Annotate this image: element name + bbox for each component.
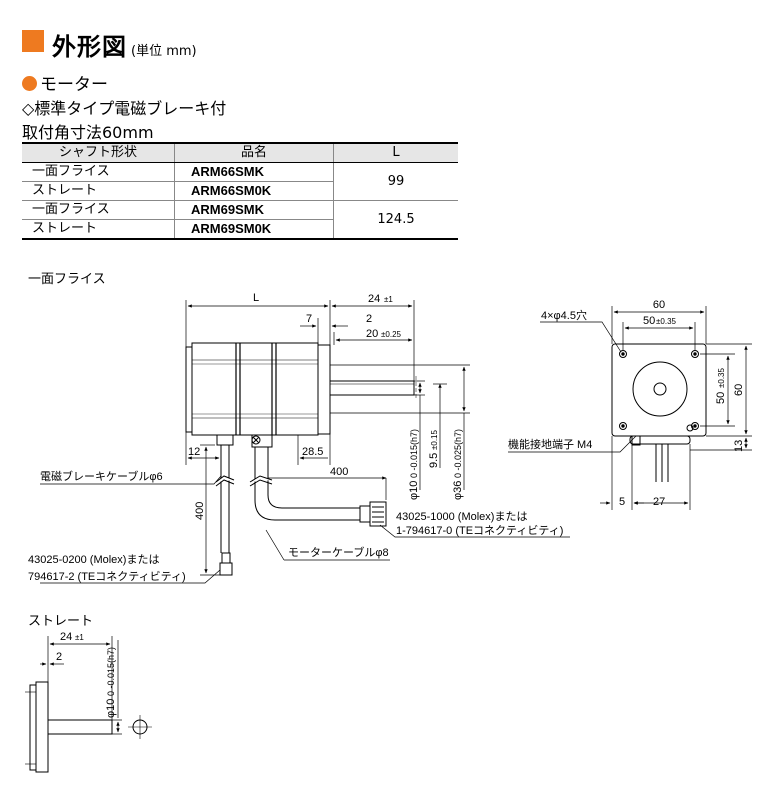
model-cell: ARM66SM0K <box>174 181 334 201</box>
dim-front-13: 13 <box>733 440 745 452</box>
dim-shaft-diameter: φ10 <box>408 481 420 500</box>
dim-12: 12 <box>188 446 200 458</box>
table-row: 一面フライス ARM66SMK 99 <box>22 162 458 201</box>
straight-shaft <box>47 719 113 735</box>
unit-label: (単位 mm) <box>131 44 197 59</box>
straight-dim-24: 24 <box>60 631 72 643</box>
straight-shaft-view <box>25 681 152 773</box>
table-row: 一面フライス ARM69SMK 124.5 <box>22 200 458 240</box>
dim-front-50: 50 <box>643 315 655 327</box>
dim-L: L <box>253 292 259 304</box>
ground-terminal-icon <box>686 424 694 432</box>
flat-view-label: 一面フライス <box>28 272 106 287</box>
model-cell: ARM69SM0K <box>174 219 334 240</box>
column-header: シャフト形状 <box>22 142 175 163</box>
motor-front-view <box>611 343 707 482</box>
dim-28-5: 28.5 <box>302 446 323 458</box>
front-dimensions <box>508 306 752 510</box>
motor-cable-label: モーターケーブルφ8 <box>288 545 389 559</box>
motor-connector-label-1: 43025-1000 (Molex)または <box>396 510 527 523</box>
table-row: ストレート ARM69SM0K <box>22 219 458 240</box>
straight-flange <box>35 681 49 773</box>
brake-cable-gland <box>216 434 234 446</box>
straight-view-label: ストレート <box>28 614 94 629</box>
page-title: 外形図(単位 mm) <box>52 33 197 61</box>
dim-front-5: 5 <box>619 496 625 508</box>
type-heading: ◇標準タイプ電磁ブレーキ付 <box>22 99 227 118</box>
brake-cable-label: 電磁ブレーキケーブルφ6 <box>40 469 163 483</box>
motor-connector <box>369 501 387 527</box>
model-cell: ARM66SMK <box>174 162 334 182</box>
brake-connector <box>219 562 233 576</box>
dim-front-27: 27 <box>653 496 665 508</box>
dim-pilot-tolerance: 0 -0.025(h7) <box>453 429 463 478</box>
dim-shaft-tolerance: 0 -0.015(h7) <box>409 429 419 478</box>
dim-front-50-vertical: 50 <box>715 392 727 404</box>
table-row: ストレート ARM66SM0K <box>22 181 458 201</box>
motor-connector-label-2: 1-794617-0 (TEコネクティビティ) <box>396 524 563 537</box>
dim-24: 24 <box>368 293 380 305</box>
brake-connector-label-1: 43025-0200 (Molex)または <box>28 553 159 566</box>
dim-front-60-vertical: 60 <box>733 384 745 396</box>
dim-2: 2 <box>366 313 372 325</box>
shape-cell: 一面フライス <box>22 200 175 220</box>
dim-7: 7 <box>306 313 312 325</box>
title-marker <box>22 30 44 52</box>
straight-dim-24-tol: ±1 <box>75 633 84 642</box>
length-cell: 99 <box>333 162 458 201</box>
straight-dim-shaft-tol: 0 -0.015(h7) <box>106 647 116 696</box>
dim-9-5-tol: ±0.15 <box>430 429 439 450</box>
shape-cell: ストレート <box>22 181 175 201</box>
motor-body <box>191 342 319 436</box>
motor-side-view <box>185 342 417 448</box>
ground-terminal-label: 機能接地端子 M4 <box>508 437 592 451</box>
shape-cell: 一面フライス <box>22 162 175 182</box>
dim-20-tol: ±0.25 <box>381 330 402 339</box>
dim-20: 20 <box>366 328 378 340</box>
straight-dimensions <box>40 636 122 735</box>
section-heading: モーター <box>22 70 108 95</box>
brake-connector-label-2: 794617-2 (TEコネクティビティ) <box>28 570 186 583</box>
cables <box>215 445 387 576</box>
shaft-circle <box>653 382 667 396</box>
model-cell: ARM69SMK <box>174 200 334 220</box>
dim-9-5: 9.5 <box>428 453 440 468</box>
side-dimensions <box>40 300 570 584</box>
front-flange <box>317 344 331 435</box>
mount-size-heading: 取付角寸法60mm <box>22 123 154 142</box>
dim-front-50-vertical-tol: ±0.35 <box>717 367 726 388</box>
model-table: シャフト形状 品名 L 一面フライス ARM66SMK 99 ストレート ARM… <box>22 142 458 240</box>
shaft <box>329 380 415 396</box>
dim-400-horizontal: 400 <box>330 466 348 478</box>
mounting-holes-label: 4×φ4.5穴 <box>541 308 587 322</box>
dim-front-50-tol: ±0.35 <box>656 317 677 326</box>
pilot-circle <box>632 361 688 417</box>
dim-24-tol: ±1 <box>384 295 393 304</box>
column-header: L <box>333 142 458 163</box>
table-header-row: シャフト形状 品名 L <box>22 142 458 163</box>
length-cell: 124.5 <box>333 200 458 240</box>
column-header: 品名 <box>174 142 334 163</box>
shape-cell: ストレート <box>22 219 175 240</box>
straight-dim-2: 2 <box>56 651 62 663</box>
straight-dim-shaft: φ10 <box>105 699 117 718</box>
dim-pilot-diameter: φ36 <box>452 481 464 500</box>
bullet-dot-icon <box>22 76 37 91</box>
rear-cover <box>185 346 193 433</box>
dim-front-60: 60 <box>653 299 665 311</box>
front-flange-square <box>611 343 707 437</box>
dim-400-vertical: 400 <box>194 502 206 520</box>
